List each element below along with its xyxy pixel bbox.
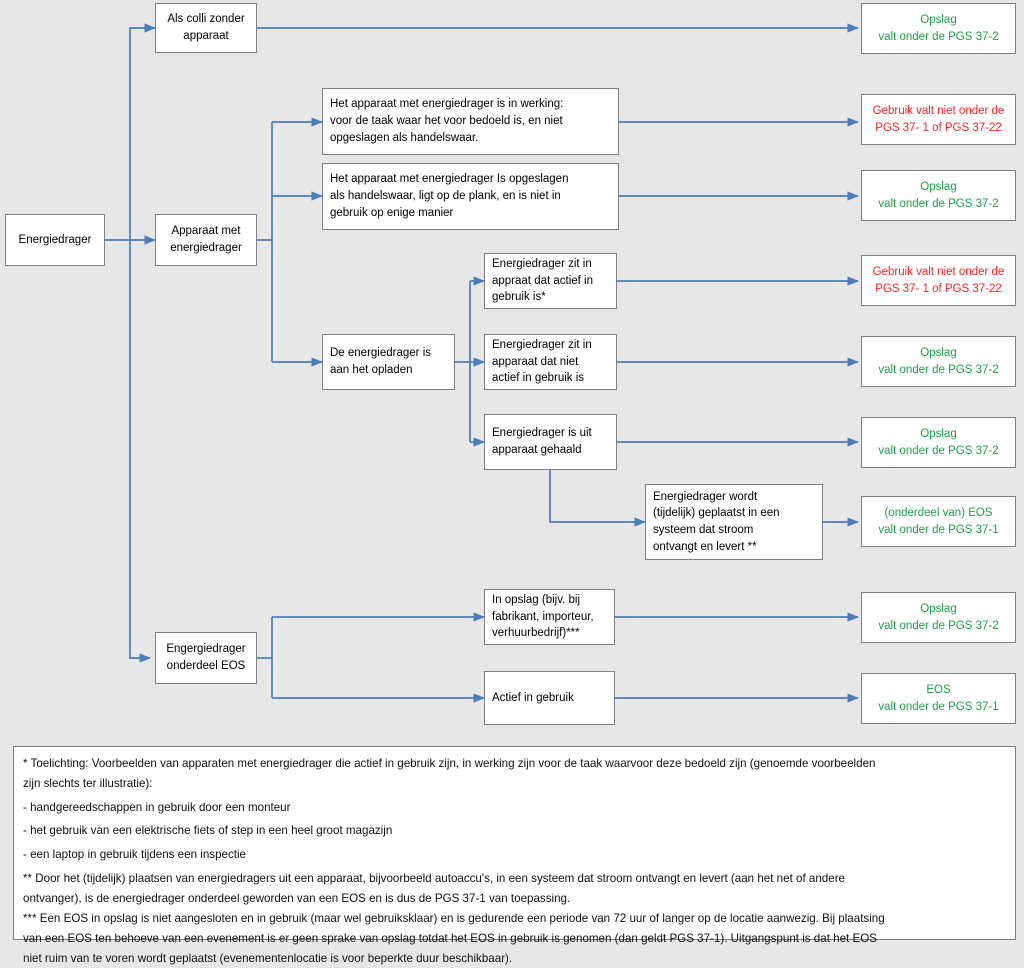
footnote-line-9: van een EOS ten behoeve van een evenemen… [23, 931, 877, 945]
node-als-colli-zonder-apparaat[interactable]: Als colli zonder apparaat [155, 3, 257, 53]
node-eos-actief-in-gebruik[interactable]: Actief in gebruik [484, 671, 615, 725]
node-energiedrager-onderdeel-eos[interactable]: Engergiedrager onderdeel EOS [155, 632, 257, 684]
node-energiedrager[interactable]: Energiedrager [5, 214, 105, 266]
node-opladen-label: De energiedrager is aan het opladen [330, 347, 432, 376]
node-opladen-apparaat-niet-actief[interactable]: Energiedrager zit in apparaat dat niet a… [484, 334, 617, 390]
footnote-line-5: - een laptop in gebruik tijdens een insp… [23, 847, 247, 861]
node-opladen-apparaat-actief[interactable]: Energiedrager zit in appraat dat actief … [484, 253, 617, 309]
node-geplaatst-in-systeem[interactable]: Energiedrager wordt (tijdelijk) geplaats… [645, 484, 823, 560]
node-energiedrager-label: Energiedrager [18, 233, 92, 246]
footnote-line-3: - handgereedschappen in gebruik door een… [23, 800, 291, 814]
footnote-line-6: ** Door het (tijdelijk) plaatsen van ene… [23, 871, 846, 885]
node-als-colli-label: Als colli zonder apparaat [167, 13, 245, 42]
node-opladen-niet-actief-label: Energiedrager zit in apparaat dat niet a… [492, 338, 592, 385]
node-eos-label: Engergiedrager onderdeel EOS [166, 643, 246, 672]
node-apparaat-in-werking[interactable]: Het apparaat met energiedrager is in wer… [322, 88, 619, 155]
node-eos-actief-label: Actief in gebruik [492, 691, 574, 704]
node-apparaat-label: Apparaat met energiedrager [170, 225, 242, 254]
node-apparaat-opgeslagen-label: Het apparaat met energiedrager Is opgesl… [330, 173, 569, 219]
footnote-line-10: niet ruim van te voren wordt geplaatst (… [23, 951, 513, 965]
node-de-energiedrager-is-aan-het-opladen[interactable]: De energiedrager is aan het opladen [322, 334, 455, 390]
node-eos-in-opslag-label: In opslag (bijv. bij fabrikant, importeu… [492, 593, 594, 640]
node-apparaat-in-werking-label: Het apparaat met energiedrager is in wer… [330, 98, 564, 144]
node-uit-apparaat-label: Energiedrager is uit apparaat gehaald [492, 427, 592, 456]
node-energiedrager-uit-apparaat-gehaald[interactable]: Energiedrager is uit apparaat gehaald [484, 414, 617, 470]
footnote-line-1: * Toelichting: Voorbeelden van apparaten… [23, 757, 876, 770]
node-apparaat-opgeslagen[interactable]: Het apparaat met energiedrager Is opgesl… [322, 163, 619, 230]
node-geplaatst-systeem-label: Energiedrager wordt (tijdelijk) geplaats… [653, 490, 780, 553]
footnote-line-8: *** Een EOS in opslag is niet aangeslote… [23, 911, 885, 925]
footnote-panel: * Toelichting: Voorbeelden van apparaten… [13, 746, 1016, 965]
footnote-line-7: ontvanger), is de energiedrager onderdee… [23, 891, 571, 905]
node-apparaat-met-energiedrager[interactable]: Apparaat met energiedrager [155, 214, 257, 266]
footnote-line-2: zijn slechts ter illustratie): [23, 777, 153, 791]
node-opladen-actief-label: Energiedrager zit in appraat dat actief … [492, 257, 594, 304]
node-eos-in-opslag[interactable]: In opslag (bijv. bij fabrikant, importeu… [484, 589, 615, 645]
footnote-line-4: - het gebruik van een elektrische fiets … [23, 824, 393, 838]
